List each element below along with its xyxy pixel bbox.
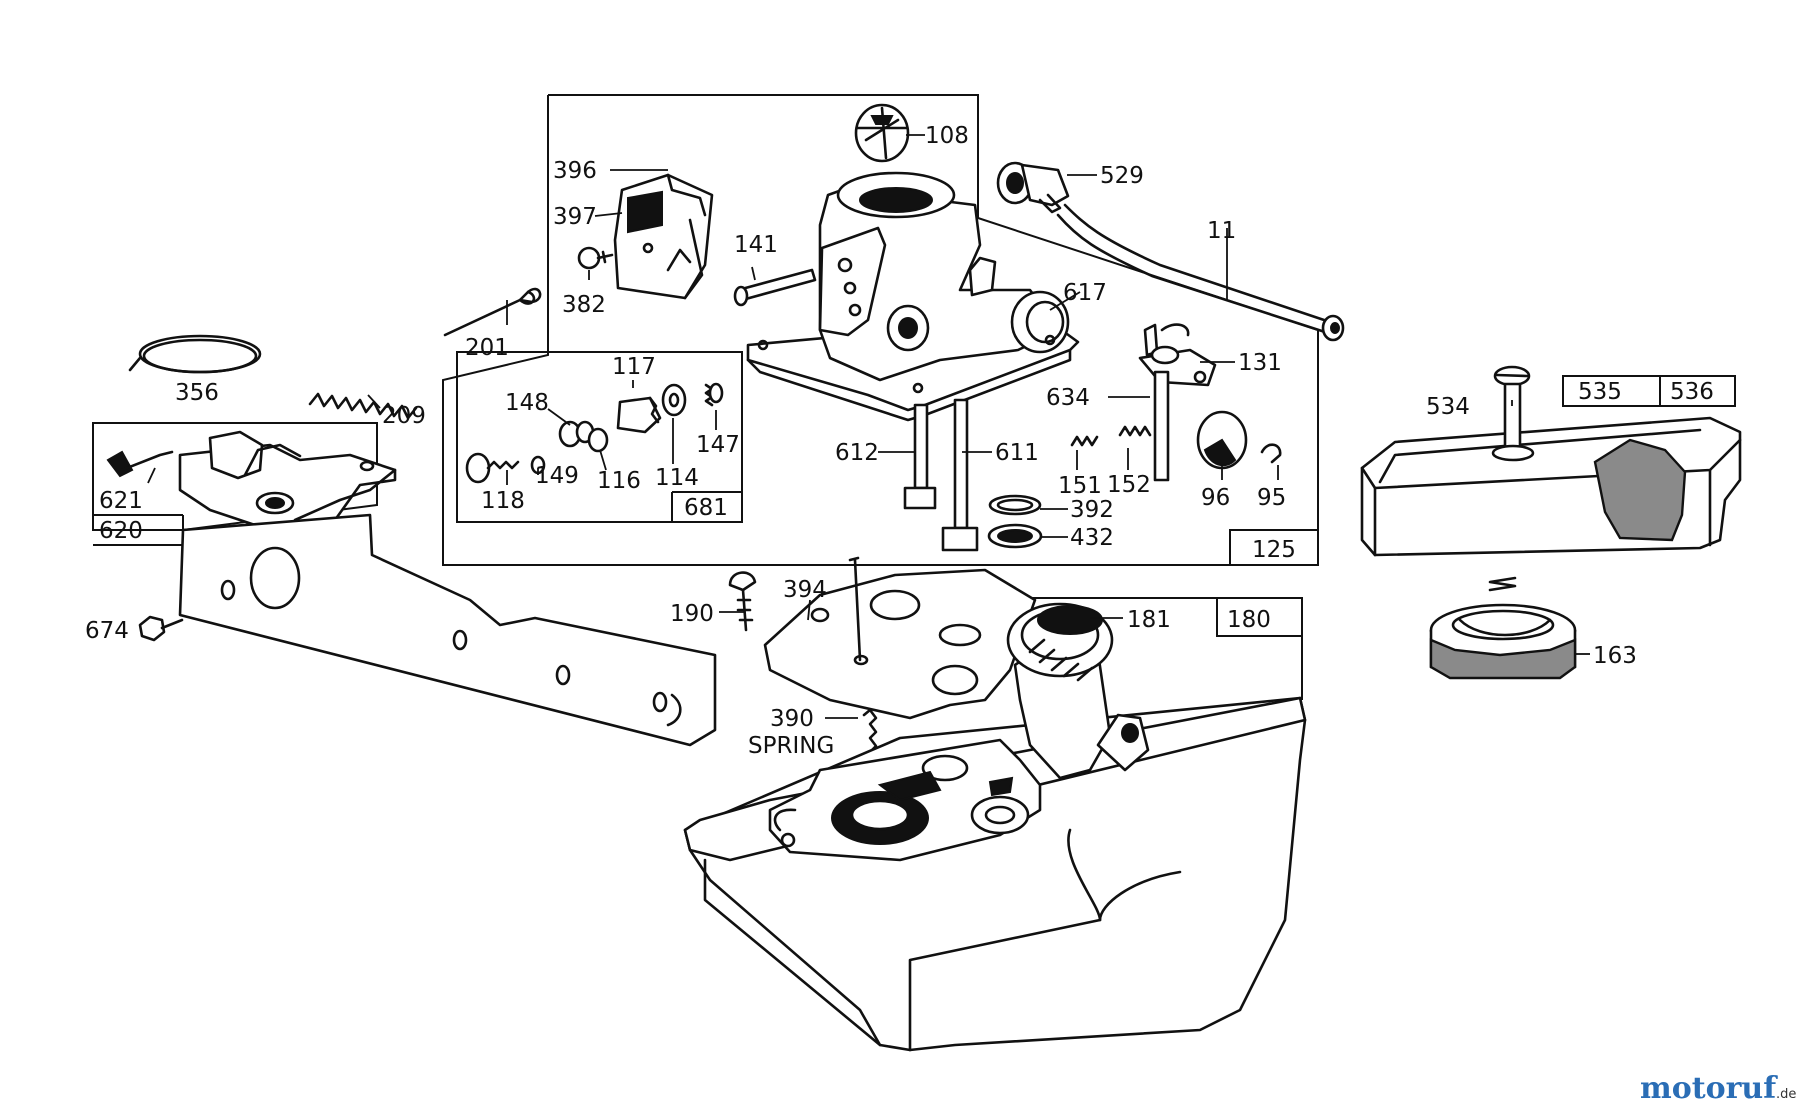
- label-394: 394: [783, 577, 827, 603]
- needle-valve-parts-681: [465, 382, 724, 484]
- spring-390: [862, 708, 878, 754]
- bracket-620-621: [106, 430, 717, 747]
- fuel-pipe-11: [1056, 203, 1345, 342]
- label-117: 117: [612, 354, 656, 380]
- gasket-plate-394: [763, 556, 1037, 720]
- label-617: 617: [1063, 280, 1107, 306]
- label-181: 181: [1127, 607, 1171, 633]
- label-spring: SPRING: [748, 733, 834, 759]
- label-149: 149: [535, 463, 579, 489]
- label-534: 534: [1426, 394, 1470, 420]
- choke-plate-108: [854, 103, 910, 163]
- label-634: 634: [1046, 385, 1090, 411]
- label-190: 190: [670, 601, 714, 627]
- frame-681: [456, 351, 743, 523]
- watermark-logo: motoruf .de: [1640, 1071, 1796, 1106]
- label-114: 114: [655, 465, 699, 491]
- label-151: 151: [1058, 473, 1102, 499]
- label-180: 180: [1227, 607, 1271, 633]
- small-parts-151-152-96-95: [1070, 410, 1282, 470]
- leader-lines: [147, 134, 1590, 719]
- pin-141: [733, 268, 817, 307]
- label-148: 148: [505, 390, 549, 416]
- label-116: 116: [597, 468, 641, 494]
- label-147: 147: [696, 432, 740, 458]
- frame-125: [442, 94, 1319, 566]
- label-535: 535: [1578, 379, 1622, 405]
- label-96: 96: [1201, 485, 1230, 511]
- label-621: 621: [99, 488, 143, 514]
- label-108: 108: [925, 123, 969, 149]
- label-118: 118: [481, 488, 525, 514]
- label-131: 131: [1238, 350, 1282, 376]
- label-141: 141: [734, 232, 778, 258]
- label-392: 392: [1070, 497, 1114, 523]
- screws-612-611: [903, 398, 979, 552]
- parts: [106, 103, 1742, 1052]
- bolt-674: [138, 615, 184, 642]
- air-cleaner-534-535-536: [1360, 365, 1742, 557]
- part-labels: 108 396 397 529 141 11 382 617 201 131 3…: [85, 123, 1714, 759]
- watermark-brand: motoruf: [1640, 1071, 1778, 1106]
- elbow-fitting-529: [996, 161, 1070, 214]
- label-529: 529: [1100, 163, 1144, 189]
- frame-535-536: [1562, 375, 1736, 407]
- spring-209: [308, 392, 418, 420]
- label-674: 674: [85, 618, 129, 644]
- label-390: 390: [770, 706, 814, 732]
- label-681: 681: [684, 495, 728, 521]
- label-163: 163: [1593, 643, 1637, 669]
- control-bracket-396-397: [613, 173, 714, 300]
- snap-ring-356: [128, 334, 262, 374]
- label-11: 11: [1207, 218, 1236, 244]
- screw-382: [577, 246, 614, 270]
- label-356: 356: [175, 380, 219, 406]
- link-201: [443, 287, 542, 337]
- choke-lever-131-634: [1138, 323, 1217, 482]
- screw-190: [728, 571, 757, 632]
- gaskets-392-432: [987, 494, 1043, 549]
- fuel-tank-180: [683, 602, 1307, 1052]
- label-201: 201: [465, 335, 509, 361]
- label-209: 209: [382, 403, 426, 429]
- label-95: 95: [1257, 485, 1286, 511]
- label-536: 536: [1670, 379, 1714, 405]
- carburetor-body: [746, 171, 1080, 422]
- label-612: 612: [835, 440, 879, 466]
- label-397: 397: [553, 204, 597, 230]
- label-620: 620: [99, 518, 143, 544]
- label-382: 382: [562, 292, 606, 318]
- watermark-tld: .de: [1776, 1087, 1796, 1102]
- label-152: 152: [1107, 472, 1151, 498]
- label-432: 432: [1070, 525, 1114, 551]
- label-611: 611: [995, 440, 1039, 466]
- label-125: 125: [1252, 537, 1296, 563]
- label-396: 396: [553, 158, 597, 184]
- base-163: [1429, 576, 1577, 680]
